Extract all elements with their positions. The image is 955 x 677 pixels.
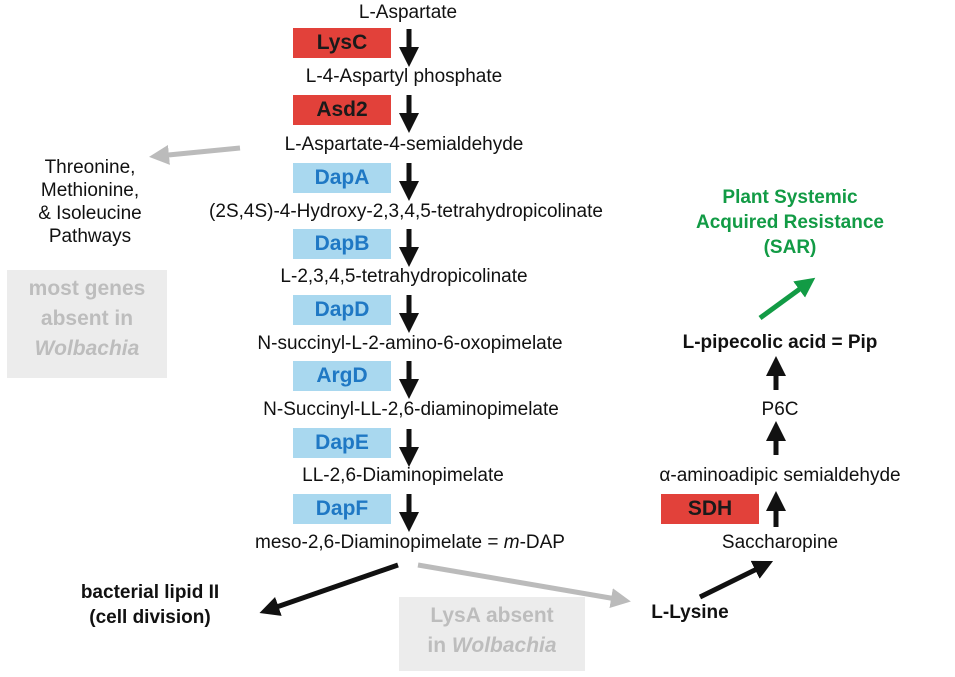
side-note-line2: absent in	[40, 307, 134, 330]
lipid-line1: bacterial lipid II	[80, 582, 220, 603]
meso-dap-prefix: meso-2,6-Diaminopimelate =	[255, 532, 504, 553]
compound-aspartate-semialdehyde: L-Aspartate-4-semialdehyde	[284, 134, 524, 155]
sar-label: Plant Systemic Acquired Resistance (SAR)	[660, 185, 920, 260]
side-note-line1: most genes	[28, 277, 146, 300]
pipecolic-acid: L-pipecolic acid = Pip	[682, 332, 878, 353]
enzyme-lysc: LysC	[293, 28, 391, 58]
compound-succinyl-amino-oxopimelate: N-succinyl-L-2-amino-6-oxopimelate	[257, 333, 563, 354]
compound-l-aspartate: L-Aspartate	[358, 2, 458, 23]
enzyme-dapb: DapB	[293, 229, 391, 259]
lysa-line2-italic: Wolbachia	[451, 634, 557, 657]
lysa-note: LysA absent in Wolbachia	[399, 597, 585, 671]
enzyme-dapa: DapA	[293, 163, 391, 193]
l-lysine: L-Lysine	[651, 602, 729, 623]
compound-hydroxy-tetrahydropicolinate: (2S,4S)-4-Hydroxy-2,3,4,5-tetrahydropico…	[209, 201, 603, 222]
arrow-side-branch	[149, 144, 241, 165]
enzyme-sdh: SDH	[661, 494, 759, 524]
sar-line2: Acquired Resistance	[696, 212, 884, 233]
enzyme-argd: ArgD	[293, 361, 391, 391]
side-note-italic: Wolbachia	[34, 337, 140, 360]
saccharopine: Saccharopine	[721, 532, 839, 553]
arrow-sar	[758, 277, 816, 321]
compound-meso-dap: meso-2,6-Diaminopimelate = m-DAP	[255, 532, 565, 554]
aminoadipic-semialdehyde: α-aminoadipic semialdehyde	[659, 465, 901, 486]
p6c: P6C	[761, 399, 799, 420]
lipid-ii-label: bacterial lipid II (cell division)	[40, 580, 260, 630]
enzyme-dapd: DapD	[293, 295, 391, 325]
compound-succinyl-diaminopimelate: N-Succinyl-LL-2,6-diaminopimelate	[263, 399, 559, 420]
sar-line1: Plant Systemic	[722, 187, 858, 208]
sar-line3: (SAR)	[763, 237, 817, 258]
compound-aspartyl-phosphate: L-4-Aspartyl phosphate	[305, 66, 503, 87]
enzyme-asd2: Asd2	[293, 95, 391, 125]
enzyme-dapf: DapF	[293, 494, 391, 524]
arrow-lysine	[417, 562, 631, 608]
lipid-line2: (cell division)	[89, 607, 211, 628]
meso-dap-suffix: -DAP	[519, 532, 565, 553]
side-branch-pathways: Threonine, Methionine, & Isoleucine Path…	[10, 156, 170, 248]
side-branch-line4: Pathways	[48, 226, 132, 247]
side-branch-line3: & Isoleucine	[38, 203, 142, 224]
lysa-line1: LysA absent	[430, 604, 554, 627]
arrow-lipid	[259, 562, 399, 616]
meso-dap-italic: m	[503, 532, 520, 553]
side-branch-note: most genes absent in Wolbachia	[7, 270, 167, 378]
lysa-line2-prefix: in	[427, 634, 452, 657]
arrow-saccharopine	[698, 560, 774, 600]
compound-tetrahydropicolinate: L-2,3,4,5-tetrahydropicolinate	[280, 266, 528, 287]
compound-ll-diaminopimelate: LL-2,6-Diaminopimelate	[302, 465, 504, 486]
enzyme-dape: DapE	[293, 428, 391, 458]
side-branch-line2: Methionine,	[40, 180, 140, 201]
side-branch-line1: Threonine,	[44, 157, 136, 178]
lysa-line2: in Wolbachia	[399, 631, 585, 661]
